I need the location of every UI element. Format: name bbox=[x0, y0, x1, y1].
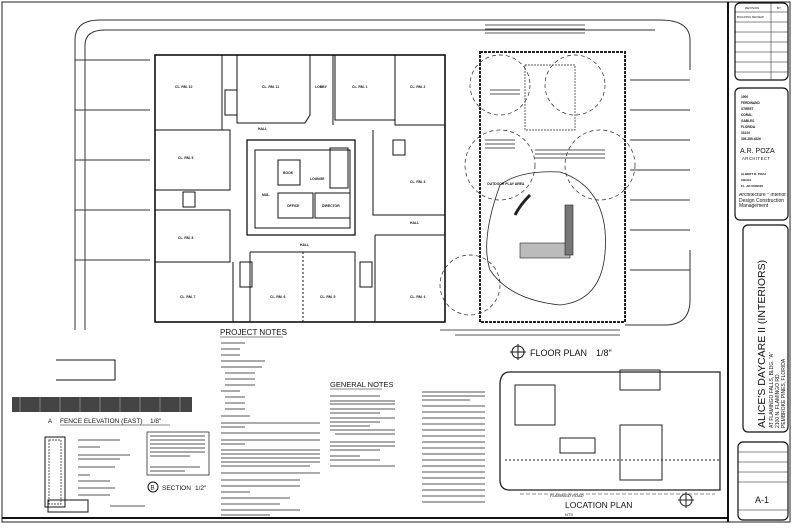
hall-label: HALL bbox=[258, 127, 267, 131]
location-plan-title: LOCATION PLAN bbox=[565, 500, 632, 510]
section-scale: 1/2" bbox=[195, 485, 207, 492]
sheet-number: A-1 bbox=[755, 495, 769, 505]
revision-header: REVISION bbox=[745, 6, 759, 10]
revision-box bbox=[734, 2, 789, 81]
hall-label: HALL bbox=[300, 243, 309, 247]
room-label: MUL. bbox=[262, 193, 270, 197]
project-address-line: AT FLAMINGO FALLS, BLDG. "A" bbox=[769, 352, 775, 428]
architect-box bbox=[734, 87, 789, 221]
project-address-line: PEMBROKE PINES, FLORIDA bbox=[781, 358, 787, 428]
section-marker: B bbox=[151, 486, 155, 492]
fence-elevation-title: FENCE ELEVATION (EAST) bbox=[60, 418, 142, 425]
room-label: CL. RM. 1 bbox=[352, 85, 368, 89]
road-label: FLAMINGO ROAD bbox=[550, 493, 584, 498]
room-label: CL. RM. 5 bbox=[320, 295, 336, 299]
room-label: CL. RM. 6 bbox=[270, 295, 286, 299]
room-label: LOUNGE bbox=[310, 177, 325, 181]
architect-services-wrap: Architecture * Interior Design Construct… bbox=[739, 193, 786, 209]
architect-address: 1900 FERDINAND STREET CORAL GABLES FLORI… bbox=[741, 95, 761, 141]
project-notes-body bbox=[221, 342, 320, 516]
project-title: ALICE'S DAYCARE II (INTERIORS) bbox=[756, 260, 768, 428]
architect-person: ALBERT R. POZA bbox=[741, 172, 767, 176]
architect-role: AR/AIA bbox=[741, 178, 752, 182]
site-annotations bbox=[440, 24, 620, 336]
project-notes-title: PROJECT NOTES bbox=[220, 328, 287, 337]
room-label: CL. RM. 10 bbox=[175, 85, 192, 89]
revision-entry: BUILDING REVIEW bbox=[737, 15, 764, 19]
room-label: BOOK bbox=[283, 171, 294, 175]
hall-label: HALL bbox=[410, 221, 419, 225]
outdoor-play-area: OUTDOOR PLAY AREA bbox=[439, 51, 636, 323]
architect-subtitle: ARCHITECT bbox=[742, 156, 770, 161]
by-header: BY bbox=[777, 6, 781, 10]
project-address-line: 2100 N. FLAMINGO RD. bbox=[775, 373, 781, 428]
section-title: SECTION bbox=[162, 485, 191, 492]
room-label: CL. RM. 7 bbox=[180, 295, 196, 299]
room-label: LOBBY bbox=[315, 85, 328, 89]
fence-elevation-drawing bbox=[12, 397, 192, 412]
fence-elevation-detail: A FENCE ELEVATION (EAST) 1/8" bbox=[12, 359, 192, 426]
project-title-box bbox=[742, 224, 789, 433]
room-label: CL. RM. 11 bbox=[262, 85, 279, 89]
architect-name: A.R. POZA bbox=[740, 148, 775, 155]
general-notes-title: GENERAL NOTES bbox=[330, 380, 394, 389]
building-floor-plan bbox=[154, 54, 446, 323]
floor-plan-scale: 1/8" bbox=[596, 348, 612, 358]
site-parking bbox=[74, 19, 691, 330]
fence-elevation-scale: 1/8" bbox=[150, 418, 162, 425]
architect-license: FL. AR 0009525 bbox=[741, 184, 763, 188]
floor-plan-title: FLOOR PLAN 1/8" bbox=[510, 344, 612, 360]
sheet-info-box bbox=[737, 441, 789, 521]
room-label: CL. RM. 4 bbox=[410, 295, 426, 299]
room-label: DIRECTOR bbox=[322, 204, 340, 208]
room-label: CL. RM. 3 bbox=[410, 180, 426, 184]
wall-section-detail: B SECTION 1/2" bbox=[44, 431, 210, 513]
fence-elevation-marker: A bbox=[48, 419, 52, 425]
room-label: OFFICE bbox=[287, 204, 300, 208]
general-notes-body bbox=[330, 391, 485, 503]
location-plan-scale: NTS bbox=[565, 512, 573, 517]
room-label: CL. RM. 2 bbox=[410, 85, 426, 89]
room-label: CL. RM. 9 bbox=[178, 156, 194, 160]
floor-plan-title-text: FLOOR PLAN bbox=[530, 348, 587, 358]
architect-services: Architecture * Interior Design Construct… bbox=[739, 193, 786, 209]
play-area-label: OUTDOOR PLAY AREA bbox=[487, 182, 525, 186]
location-plan bbox=[499, 369, 721, 508]
room-label: CL. RM. 8 bbox=[178, 236, 194, 240]
title-block: REVISION BY BUILDING REVIEW 1900 FERDINA… bbox=[734, 2, 789, 521]
